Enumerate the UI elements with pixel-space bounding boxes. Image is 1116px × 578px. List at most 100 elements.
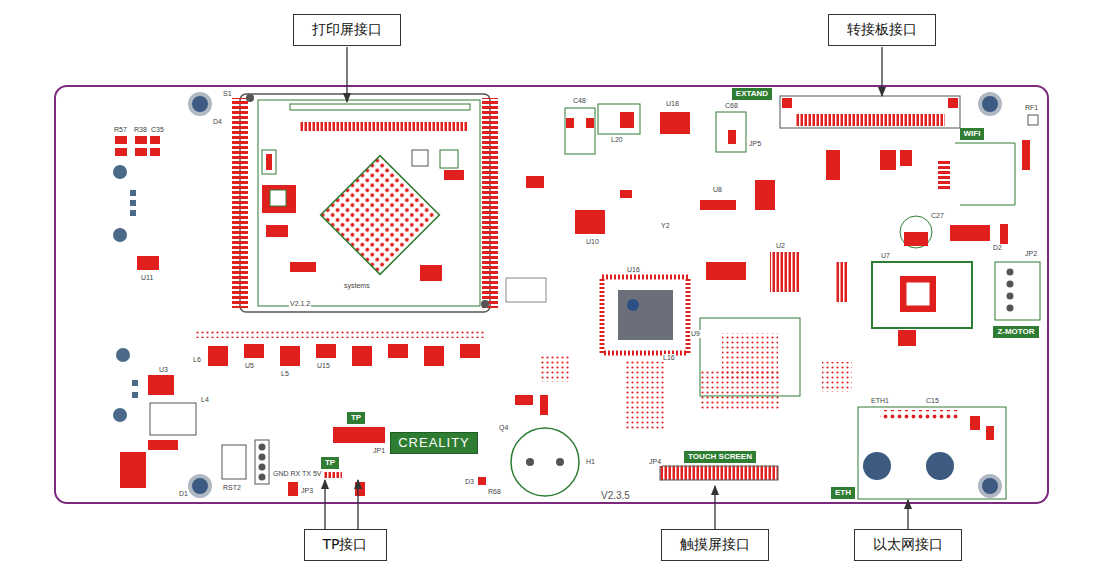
- smd-parts: [566, 118, 574, 128]
- ethernet-jack: [858, 407, 1006, 499]
- node-text: ETH: [835, 488, 851, 498]
- inductor-row: [460, 344, 480, 358]
- smd-parts: [148, 375, 174, 395]
- inductor-row: [352, 346, 372, 366]
- extend-connector: [795, 114, 945, 126]
- smd-parts: [620, 190, 632, 198]
- motor-driver: [872, 262, 972, 328]
- core-module: [290, 104, 470, 110]
- core-module: [246, 94, 254, 102]
- silkscreen-label: C35: [150, 126, 165, 134]
- silkscreen-label: U10: [585, 238, 600, 246]
- silkscreen-label: RST2: [222, 484, 242, 492]
- smd-parts: [836, 262, 848, 302]
- smd-parts: [115, 136, 127, 144]
- smd-parts: [478, 112, 800, 485]
- silkscreen-label: U15: [316, 362, 331, 370]
- silkscreen-label: C15: [925, 397, 940, 405]
- capacitor: [716, 112, 746, 152]
- buzzer: [526, 458, 534, 466]
- via: [132, 392, 138, 398]
- smd-parts: [150, 148, 160, 156]
- inductor: [150, 403, 246, 479]
- via: [113, 408, 127, 422]
- via: [130, 200, 136, 206]
- touch-connector: [660, 466, 778, 480]
- smd-parts: [478, 477, 486, 485]
- silkscreen-label: JP1: [372, 447, 386, 455]
- capacitor-round: [900, 216, 932, 248]
- silkscreen-label: RF1: [1024, 104, 1039, 112]
- silkscreen-label: JP3: [300, 487, 314, 495]
- node-text: TP: [351, 413, 361, 423]
- wifi-module: [938, 160, 950, 190]
- tp-pads: [288, 427, 385, 496]
- buzzer: [511, 428, 579, 496]
- via: [116, 348, 130, 362]
- node-text: TP: [325, 458, 335, 468]
- pin-header: [259, 474, 266, 481]
- inductor-row: [388, 344, 408, 358]
- smd-parts: [150, 136, 160, 144]
- smd-parts: [755, 180, 775, 210]
- silkscreen-label: C27: [930, 212, 945, 220]
- silkscreen-label: C48: [572, 97, 587, 105]
- zmotor-connector: [1007, 281, 1014, 288]
- node-text: Z-MOTOR: [997, 327, 1034, 337]
- smd-parts: [624, 360, 664, 430]
- zmotor-connector: [1007, 293, 1014, 300]
- buzzer: [511, 428, 579, 496]
- ethernet-jack: [858, 407, 1006, 499]
- silkscreen-label: D3: [464, 478, 475, 486]
- bga-chip: [700, 318, 800, 396]
- smd-parts: [540, 395, 548, 415]
- inductor-row: [208, 346, 228, 366]
- capacitor-round: [904, 232, 928, 246]
- silkscreen-label: JP2: [1024, 250, 1038, 258]
- silk-tag: TOUCH SCREEN: [684, 451, 756, 463]
- leader-arrow: [714, 486, 715, 529]
- smd-parts: [822, 362, 852, 392]
- silkscreen-label: U8: [712, 186, 723, 194]
- core-module: [321, 156, 440, 275]
- inductor: [222, 445, 246, 479]
- extend-connector: [948, 98, 958, 108]
- jumper: [506, 278, 546, 302]
- core-module: [444, 170, 464, 180]
- mounting-hole: [190, 94, 1000, 496]
- core-module: [262, 185, 296, 213]
- motor-driver: [872, 262, 972, 328]
- smd-parts: [575, 210, 605, 234]
- leader-arrow: [325, 47, 908, 529]
- silkscreen-label: R57: [113, 126, 128, 134]
- smd-parts: [950, 225, 990, 241]
- bga-chip: [722, 333, 778, 379]
- board-outline: [55, 86, 1048, 503]
- smd-parts: [540, 356, 570, 382]
- silk-tag: TP: [321, 457, 339, 469]
- smd-parts: [120, 452, 146, 488]
- silkscreen-label: U2: [775, 242, 786, 250]
- inductor-row: [316, 344, 336, 358]
- zmotor-connector: [1007, 269, 1014, 276]
- via: [130, 190, 136, 196]
- pin-header: [259, 444, 266, 451]
- smd-parts: [620, 112, 634, 128]
- silkscreen-label: GND RX TX 5V: [272, 470, 323, 478]
- extend-connector: [780, 96, 960, 128]
- callout-box: 以太网接口: [854, 529, 962, 561]
- silkscreen-label: D4: [212, 118, 223, 126]
- smd-parts: [728, 130, 736, 144]
- pin-header: [259, 454, 266, 461]
- smd-parts: [526, 176, 544, 188]
- silkscreen-label: S1: [222, 90, 233, 98]
- wifi-module: [955, 143, 1015, 205]
- node-text: TP接口: [323, 536, 368, 554]
- capacitor: [598, 104, 640, 134]
- node-text: 以太网接口: [873, 536, 943, 554]
- wifi-module: [1022, 140, 1030, 170]
- smd-parts: [986, 426, 994, 440]
- smd-parts: [586, 118, 594, 128]
